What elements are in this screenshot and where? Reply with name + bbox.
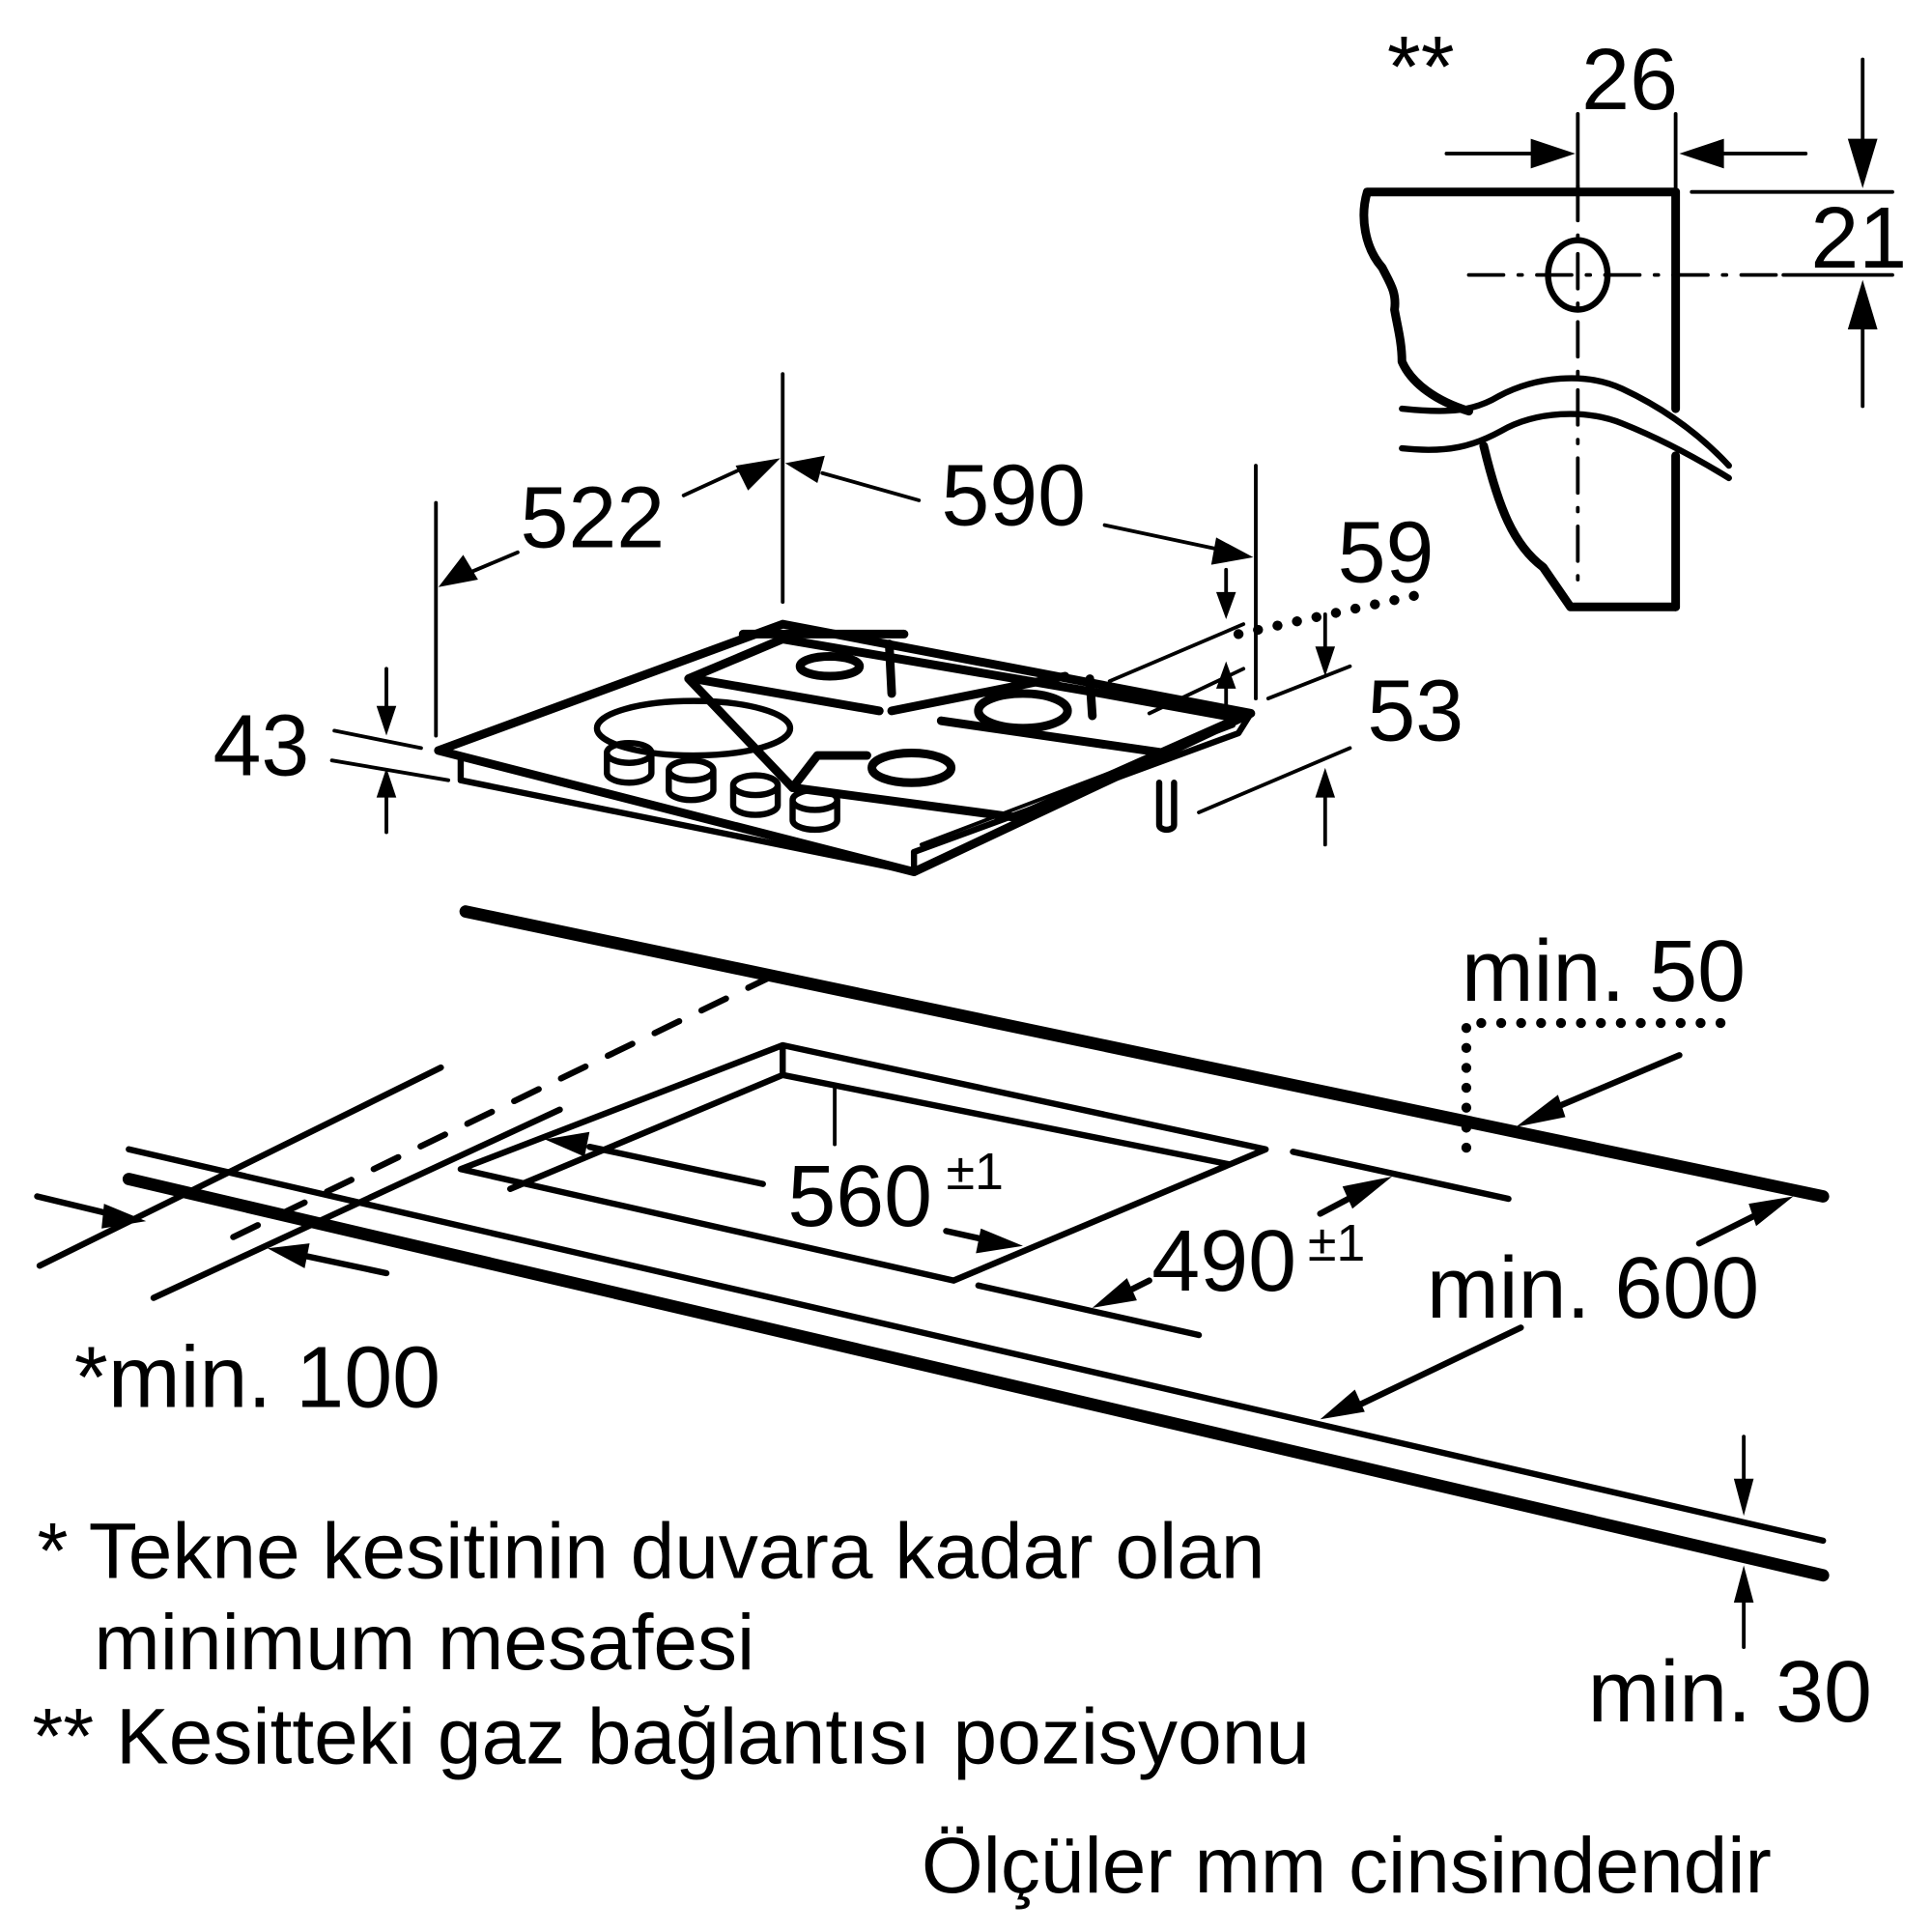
dim-490-tolerance: ±1 xyxy=(1308,1214,1365,1272)
dim-21-label: 21 xyxy=(1810,190,1907,287)
arrow-up-icon xyxy=(1733,1565,1754,1603)
arrow-down-icon xyxy=(1847,138,1878,188)
arrow-down-icon xyxy=(1733,1478,1754,1517)
arrow-up-icon xyxy=(1847,279,1878,330)
min-30-label: min. 30 xyxy=(1588,1644,1872,1741)
min-50-label: min. 50 xyxy=(1462,923,1746,1020)
gas-inlet-icon xyxy=(1545,237,1611,313)
arrow-icon xyxy=(784,455,825,483)
double-star-marker: ** xyxy=(1387,19,1455,116)
arrow-down-icon xyxy=(1215,591,1236,620)
arrow-icon xyxy=(101,1204,147,1229)
arrow-left-icon xyxy=(1679,138,1724,169)
dim-59-label: 59 xyxy=(1338,505,1435,602)
burner-medium-icon xyxy=(867,749,956,787)
arrow-down-icon xyxy=(376,705,397,736)
arrow-icon xyxy=(1210,537,1254,565)
min-100-label: *min. 100 xyxy=(74,1329,440,1426)
arrow-icon xyxy=(976,1228,1023,1254)
dim-522-label: 522 xyxy=(520,470,665,567)
arrow-icon xyxy=(438,554,478,587)
arrow-up-icon xyxy=(1315,767,1336,798)
footnote-single-star-line1: * Tekne kesitinin duvara kadar olan xyxy=(37,1507,1264,1595)
arrow-icon xyxy=(735,458,781,491)
hotplate-icon xyxy=(593,697,794,759)
hob-drawing: 522 590 59 53 43 xyxy=(213,372,1463,877)
dim-560-label: 560 xyxy=(787,1149,932,1245)
dim-590-label: 590 xyxy=(941,448,1086,545)
arrow-icon xyxy=(1092,1278,1137,1308)
burner-small-icon xyxy=(795,652,865,681)
dim-560-tolerance: ±1 xyxy=(946,1143,1003,1201)
footnotes: * Tekne kesitinin duvara kadar olan mini… xyxy=(32,1507,1772,1910)
units-note: Ölçüler mm cinsindendir xyxy=(922,1822,1772,1910)
arrow-icon xyxy=(267,1243,310,1268)
arrow-down-icon xyxy=(1315,646,1336,676)
arrow-icon xyxy=(1342,1176,1393,1209)
arrow-right-icon xyxy=(1530,138,1576,169)
arrow-icon xyxy=(1516,1094,1566,1127)
footnote-double-star: ** Kesitteki gaz bağlantısı pozisyonu xyxy=(32,1693,1310,1781)
dim-43-label: 43 xyxy=(213,698,310,795)
burner-large-icon xyxy=(974,689,1072,733)
dim-490-label: 490 xyxy=(1151,1213,1296,1310)
gas-pipe-icon xyxy=(1155,780,1178,834)
worktop-cutout-drawing: 560 ±1 490 ±1 min. 50 min. 600 *min. 100 xyxy=(34,905,1872,1741)
arrow-icon xyxy=(545,1131,590,1157)
dim-53-label: 53 xyxy=(1367,664,1463,760)
footnote-single-star-line2: minimum mesafesi xyxy=(94,1599,754,1687)
arrow-up-icon xyxy=(376,767,397,798)
knob-icons xyxy=(604,740,840,834)
arrow-icon xyxy=(1320,1389,1365,1420)
min-600-label: min. 600 xyxy=(1427,1240,1759,1337)
gas-connection-detail: ** 26 21 xyxy=(1359,19,1907,611)
arrow-icon xyxy=(1748,1196,1794,1227)
dim-26-label: 26 xyxy=(1581,32,1678,128)
